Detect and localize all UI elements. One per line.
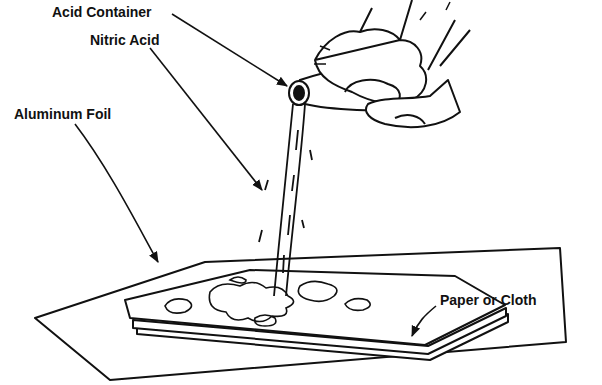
aluminum-foil — [35, 248, 566, 380]
part-label: Aluminum Foil — [14, 106, 111, 122]
acid-stream — [259, 104, 312, 296]
part-label: Paper or Cloth — [440, 292, 536, 308]
acid-splash — [165, 277, 370, 326]
leader-line — [75, 14, 436, 336]
part-label: Nitric Acid — [90, 32, 160, 48]
gloved-hands — [314, 0, 470, 127]
part-label: Acid Container — [52, 4, 152, 20]
